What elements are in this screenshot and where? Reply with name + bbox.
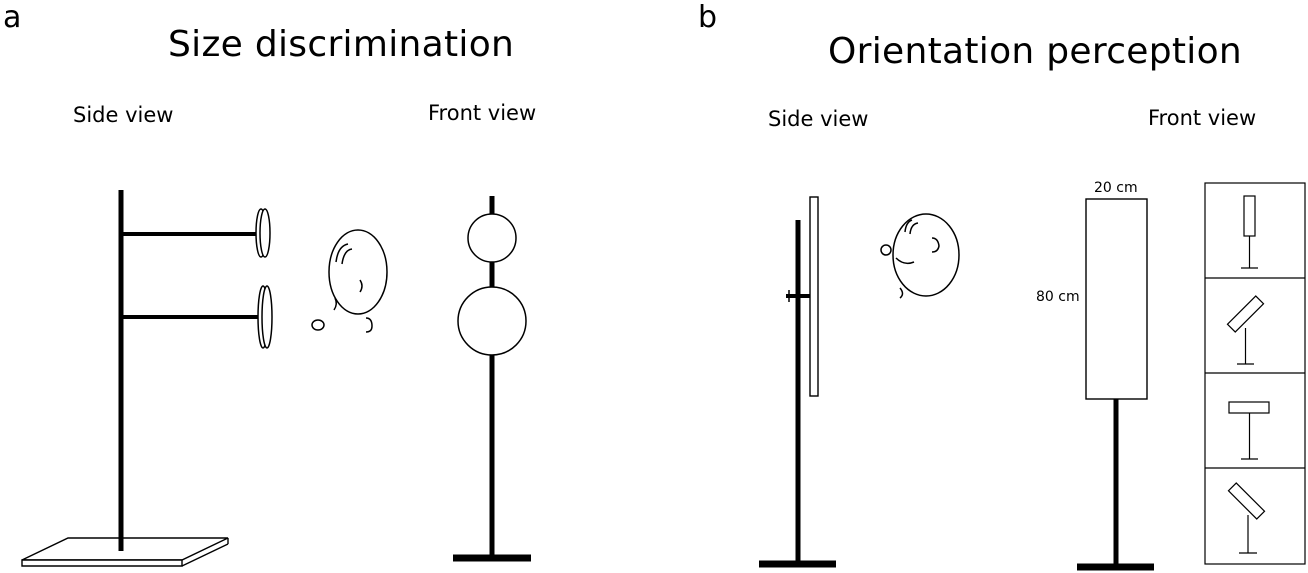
small-disc-front bbox=[467, 213, 517, 263]
nose bbox=[311, 319, 325, 331]
panel-b-letter: b bbox=[698, 0, 718, 35]
panel-b-front-apparatus bbox=[1077, 198, 1154, 571]
panel-a-front-apparatus bbox=[453, 196, 531, 562]
observer-head-a bbox=[311, 229, 388, 333]
orientation-135-icon bbox=[1227, 482, 1266, 554]
orientation-90-icon bbox=[1228, 401, 1270, 460]
panel-b-height-label: 80 cm bbox=[1036, 289, 1080, 305]
panel-b-width-label: 20 cm bbox=[1094, 180, 1138, 196]
panel-a-side-apparatus bbox=[21, 190, 273, 567]
board-side bbox=[809, 196, 819, 397]
panel-b-side-view-label: Side view bbox=[768, 107, 869, 131]
panel-a-title: Size discrimination bbox=[168, 24, 515, 65]
panel-b-front-view-label: Front view bbox=[1148, 106, 1257, 130]
panel-a-front-view-label: Front view bbox=[428, 101, 537, 125]
orientation-panels bbox=[1204, 182, 1306, 565]
base-plate-side bbox=[181, 543, 229, 567]
panel-b-title: Orientation perception bbox=[828, 31, 1243, 72]
panel-a-side-view-label: Side view bbox=[73, 103, 174, 127]
orientation-45-icon bbox=[1226, 295, 1265, 365]
orientation-0-icon bbox=[1241, 195, 1258, 269]
large-disc-front bbox=[457, 286, 527, 356]
observer-head-b bbox=[880, 213, 960, 299]
base-plate-edge bbox=[21, 559, 183, 567]
board-front bbox=[1085, 198, 1148, 400]
panel-a-letter: a bbox=[3, 0, 22, 35]
panel-b-side-apparatus bbox=[759, 196, 836, 568]
base-plate bbox=[21, 537, 229, 561]
nose bbox=[880, 244, 892, 256]
